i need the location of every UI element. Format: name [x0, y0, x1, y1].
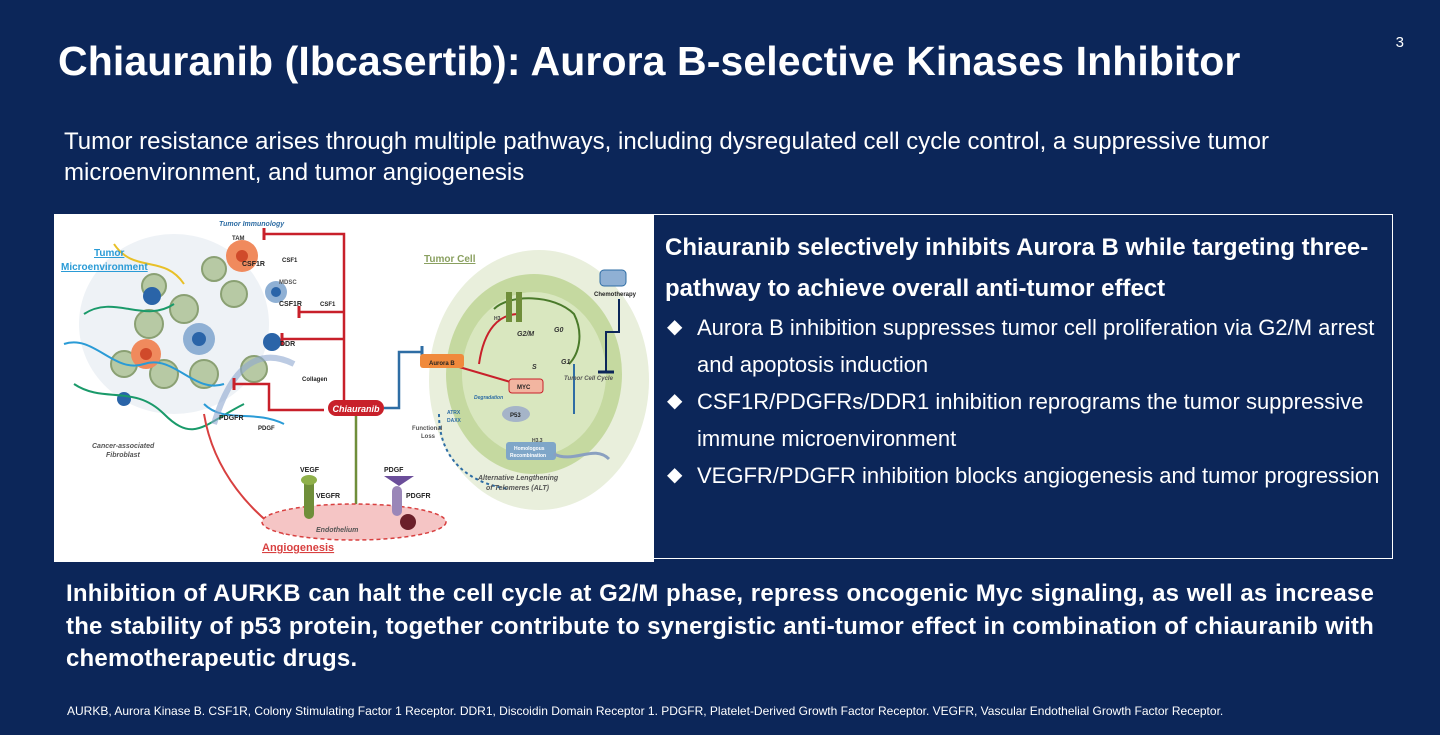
chiauranib-badge [328, 400, 384, 416]
summary-bullet-csf1r: ◆ CSF1R/PDGFRs/DDR1 inhibition reprogram… [665, 383, 1382, 457]
endothelium-layer [261, 503, 447, 541]
label-homologous-1: Homologous [514, 446, 545, 452]
microenvironment-cluster [63, 234, 296, 431]
label-chemotherapy: Chemotherapy [594, 292, 637, 298]
label-g0: G0 [554, 327, 563, 334]
label-tumor-cell: Tumor Cell [424, 254, 476, 265]
label-mdsc: MDSC [279, 280, 297, 286]
label-collagen: Collagen [302, 377, 328, 383]
label-functional-1: Functional [412, 426, 443, 432]
bullet-text: CSF1R/PDGFRs/DDR1 inhibition reprograms … [697, 389, 1364, 451]
diamond-bullet-icon: ◆ [667, 316, 683, 338]
label-alt-1: Alternative Lengthening [477, 475, 559, 482]
label-aurora-b: Aurora B [429, 361, 455, 367]
label-vegf: VEGF [300, 467, 320, 474]
label-csf1-b: CSF1 [320, 302, 336, 308]
label-myc: MYC [517, 385, 531, 391]
summary-bullet-aurora-b: ◆ Aurora B inhibition suppresses tumor c… [665, 309, 1382, 383]
label-pdgf-b: PDGF [384, 467, 404, 474]
label-g2m: G2/M [517, 331, 534, 338]
label-g1: G1 [561, 359, 570, 366]
summary-bullet-list: ◆ Aurora B inhibition suppresses tumor c… [665, 309, 1382, 494]
label-angiogenesis: Angiogenesis [262, 542, 334, 554]
label-csf1r-a: CSF1R [242, 261, 265, 268]
label-alt-2: of Telomeres (ALT) [486, 485, 550, 492]
conclusion-text: Inhibition of AURKB can halt the cell cy… [66, 580, 1374, 672]
label-caf-2: Fibroblast [106, 452, 141, 459]
chiauranib-label: Chiauranib [332, 404, 380, 414]
label-endothelium: Endothelium [316, 527, 358, 534]
mechanism-figure: Chiauranib Tumor Im [54, 214, 654, 562]
abbreviation-footnote: AURKB, Aurora Kinase B. CSF1R, Colony St… [67, 704, 1224, 718]
label-csf1-a: CSF1 [282, 258, 298, 264]
label-ddr: DDR [280, 341, 295, 348]
intro-text: Tumor resistance arises through multiple… [64, 128, 1270, 186]
label-atrx: ATRX [447, 410, 461, 416]
label-p53: P53 [510, 413, 521, 419]
mechanism-diagram: Chiauranib Tumor Im [61, 221, 649, 554]
page-number: 3 [1395, 34, 1404, 51]
label-tumor-immunology: Tumor Immunology [219, 221, 285, 228]
slide-title: Chiauranib (Ibcasertib): Aurora B-select… [58, 38, 1241, 84]
diamond-bullet-icon: ◆ [667, 464, 683, 486]
label-tumor: Tumor [94, 248, 124, 259]
label-tam: TAM [232, 236, 245, 242]
label-functional-2: Loss [421, 434, 436, 440]
label-s: S [532, 364, 537, 371]
label-degradation: Degradation [474, 395, 503, 401]
label-h33: H3.3 [532, 438, 543, 444]
label-microenvironment: Microenvironment [61, 262, 148, 273]
label-csf1r-b: CSF1R [279, 301, 302, 308]
label-pdgfr-a: PDGFR [219, 415, 244, 422]
label-pdgfr-b: PDGFR [406, 493, 431, 500]
label-pdgf-a: PDGF [258, 426, 275, 432]
label-homologous-2: Recombination [510, 453, 546, 459]
label-caf-1: Cancer-associated [92, 443, 155, 450]
summary-heading: Chiauranib selectively inhibits Aurora B… [665, 234, 1369, 302]
diamond-bullet-icon: ◆ [667, 390, 683, 412]
aurora-b-node [420, 354, 464, 368]
label-h3-a: H3 [494, 316, 501, 322]
label-vegfr: VEGFR [316, 493, 340, 500]
mechanism-summary-box: Chiauranib selectively inhibits Aurora B… [653, 214, 1393, 559]
label-daxx: DAXX [447, 418, 462, 424]
bullet-text: Aurora B inhibition suppresses tumor cel… [697, 315, 1375, 377]
bullet-text: VEGFR/PDGFR inhibition blocks angiogenes… [697, 463, 1380, 488]
chiauranib-inhibition-lines [234, 232, 346, 412]
summary-bullet-vegfr: ◆ VEGFR/PDGFR inhibition blocks angiogen… [665, 457, 1382, 494]
label-tumor-cell-cycle: Tumor Cell Cycle [564, 376, 614, 382]
